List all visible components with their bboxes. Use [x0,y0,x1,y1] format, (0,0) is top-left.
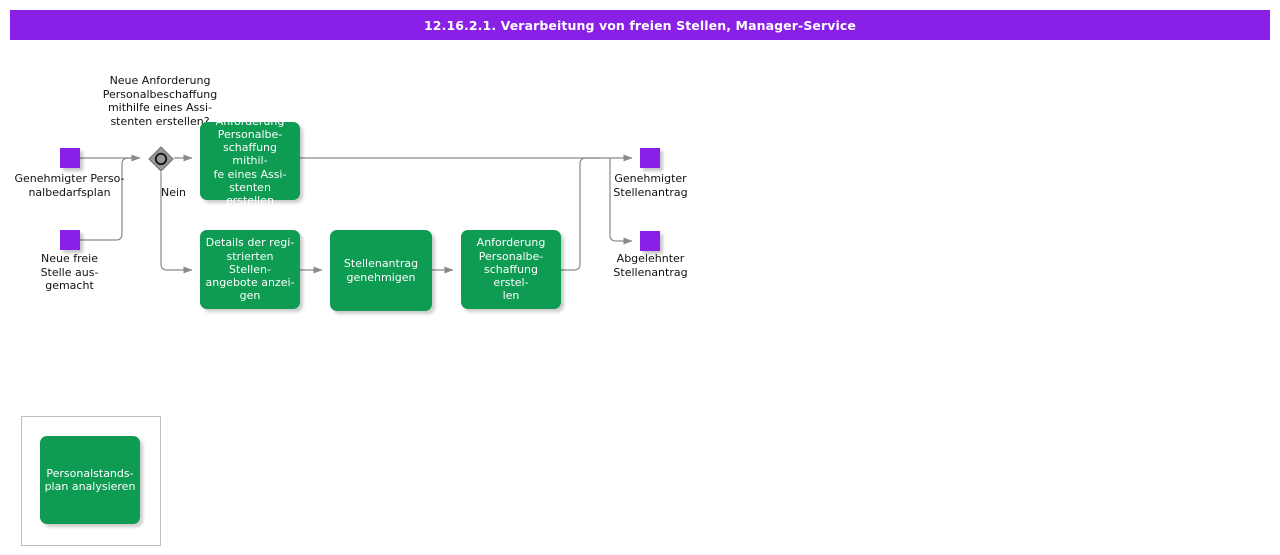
gateway-branch-label-nein: Nein [161,186,187,199]
start-event-neue-freie-stelle-ausgemacht[interactable] [60,230,80,250]
task-stellenantrag-genehmigen[interactable]: Stellenantrag genehmigen [330,230,432,311]
task-anforderung-personalbeschaffung-mithilfe-assistenten-erstellen[interactable]: Anforderung Personalbe- schaffung mithil… [200,115,300,207]
task-details-der-registrierten-stellenangebote-anzeigen[interactable]: Details der regi- strierten Stellen- ang… [200,230,300,309]
task-label: Anforderung Personalbe- schaffung erstel… [476,236,546,303]
gateway-question-label: Neue Anforderung Personalbeschaffung mit… [102,74,218,128]
task-label: Stellenantrag genehmigen [343,257,419,284]
end-event-genehmigter-stellenantrag-label: Genehmigter Stellenantrag [613,172,688,199]
start-event-neue-freie-stelle-ausgemacht-label: Neue freie Stelle aus- gemacht [40,252,99,292]
gateway-neue-anforderung-mit-assistent[interactable] [148,146,174,172]
page-title-banner: 12.16.2.1. Verarbeitung von freien Stell… [10,10,1270,40]
page-title: 12.16.2.1. Verarbeitung von freien Stell… [424,17,856,33]
task-label: Anforderung Personalbe- schaffung mithil… [213,114,287,208]
task-anforderung-personalbeschaffung-erstellen[interactable]: Anforderung Personalbe- schaffung erstel… [461,230,561,309]
inclusive-gateway-icon [148,146,174,172]
end-event-abgelehnter-stellenantrag[interactable] [640,231,660,251]
start-event-genehmigter-personalbedarfsplan[interactable] [60,148,80,168]
task-label: Details der regi- strierten Stellen- ang… [205,236,295,303]
edge-branch-to-end-abgelehnt [609,158,633,245]
edge-start2-to-gateway [80,157,140,241]
group-container-personalstandsplan [21,416,161,546]
start-event-genehmigter-personalbedarfsplan-label: Genehmigter Perso- nalbedarfsplan [14,172,125,199]
end-event-abgelehnter-stellenantrag-label: Abgelehnter Stellenantrag [613,252,688,279]
task-personalstandsplan-analysieren[interactable]: Personalstands- plan analysieren [40,436,140,524]
end-event-genehmigter-stellenantrag[interactable] [640,148,660,168]
task-label: Personalstands- plan analysieren [44,466,136,493]
